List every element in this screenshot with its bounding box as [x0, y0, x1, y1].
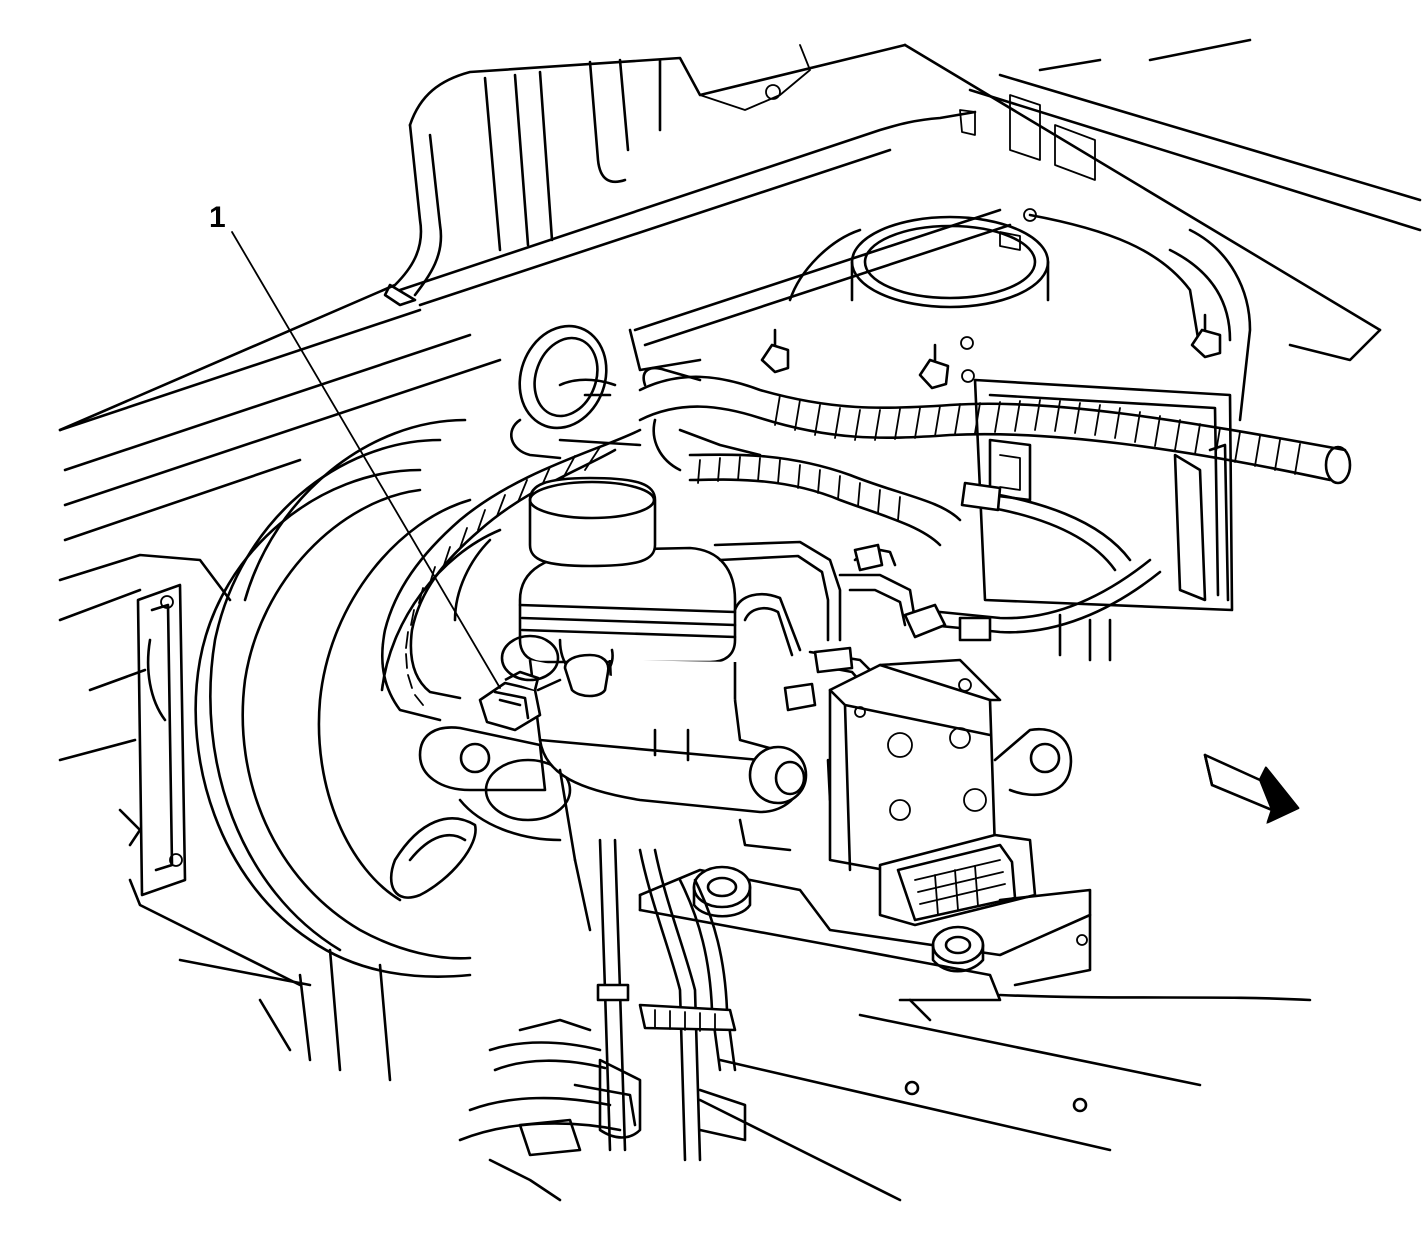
callout-leader-line [231, 231, 501, 689]
abs-modulator [828, 658, 1073, 927]
cowl-rails [398, 109, 1012, 372]
callout-1: 1 [209, 201, 501, 689]
electronic-module [973, 378, 1234, 662]
firewall-studs [760, 313, 1222, 390]
air-duct-opening [788, 208, 1252, 422]
firewall-grommet [518, 324, 617, 430]
lower-lines-and-connectors [458, 838, 737, 1202]
master-cylinder-body [528, 638, 808, 932]
brake-fluid-level-sensor-connector [478, 634, 562, 732]
master-cylinder-reservoir [518, 476, 737, 724]
booster-mounting-bracket [136, 583, 187, 897]
vehicle-front-arrow-icon [1203, 753, 1300, 824]
firewall-panel [58, 38, 1422, 987]
callout-label: 1 [209, 201, 226, 234]
wiring-harness-main [638, 366, 1352, 547]
modulator-bracket [638, 865, 1092, 1022]
lower-frame [178, 948, 1312, 1202]
